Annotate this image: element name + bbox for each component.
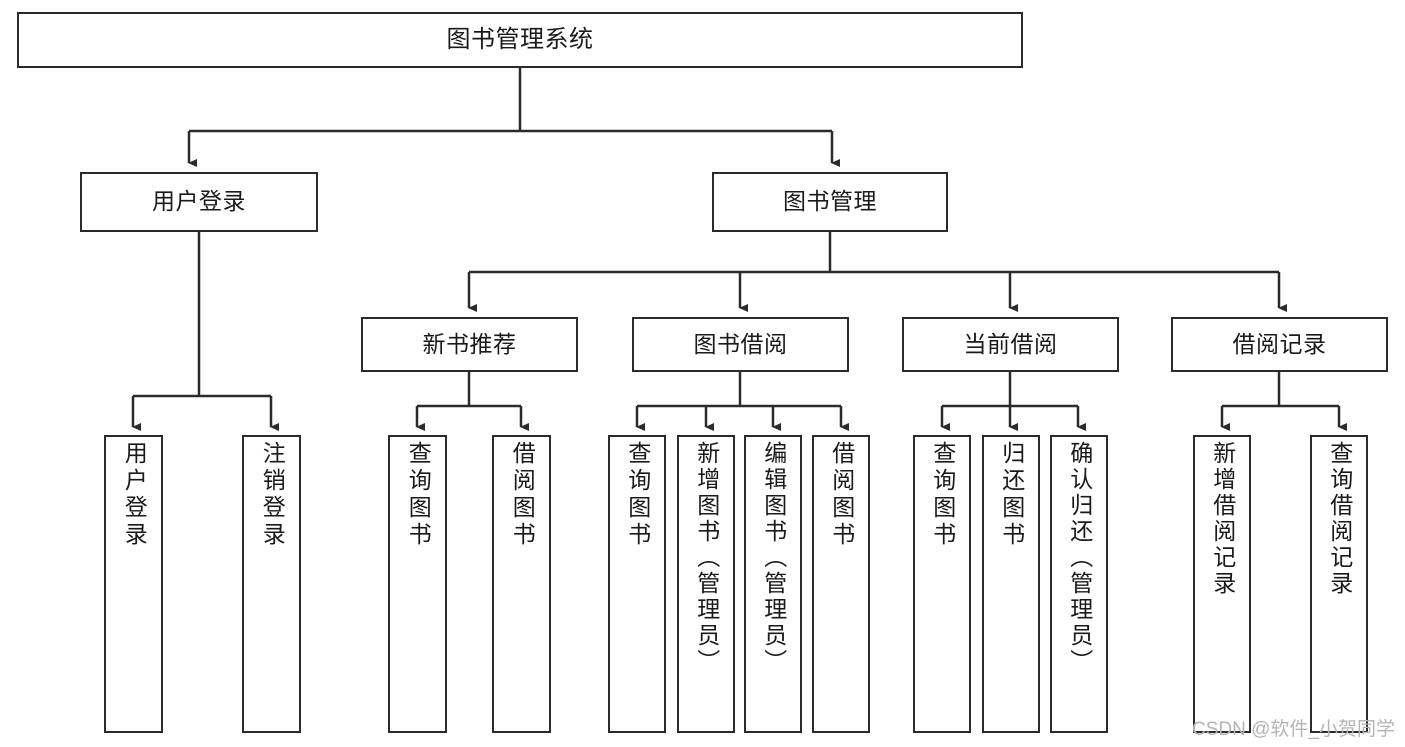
node-book-management-system[interactable]: 图书管理系统	[17, 12, 1023, 68]
node-label: 查询借阅记录	[1326, 441, 1353, 597]
leaf-user-login[interactable]: 用户登录	[104, 435, 163, 733]
leaf-query-book-current[interactable]: 查询图书	[913, 435, 971, 733]
node-label: 新增图书（管理员）	[693, 441, 720, 675]
node-label: 注销登录	[259, 441, 286, 549]
node-label: 图书借阅	[693, 330, 788, 357]
node-label: 查询图书	[929, 441, 956, 549]
node-label: 查询图书	[405, 441, 432, 549]
leaf-add-borrow-record[interactable]: 新增借阅记录	[1193, 435, 1251, 733]
csdn-watermark: CSDN @软件_小贺同学	[1192, 719, 1395, 740]
leaf-borrow-book-recommend[interactable]: 借阅图书	[492, 435, 551, 733]
node-label: 用户登录	[121, 441, 148, 549]
node-book-borrow[interactable]: 图书借阅	[632, 317, 849, 372]
node-label: 图书管理系统	[446, 25, 594, 53]
node-label: 借阅图书	[828, 441, 855, 549]
leaf-edit-book-admin[interactable]: 编辑图书（管理员）	[744, 435, 802, 733]
leaf-confirm-return-admin[interactable]: 确认归还（管理员）	[1050, 435, 1108, 733]
node-current-borrow[interactable]: 当前借阅	[902, 317, 1119, 372]
node-new-book-recommend[interactable]: 新书推荐	[361, 317, 578, 372]
node-label: 确认归还（管理员）	[1066, 441, 1093, 675]
leaf-query-book-borrow[interactable]: 查询图书	[608, 435, 666, 733]
node-label: 当前借阅	[963, 330, 1058, 357]
leaf-borrow-book[interactable]: 借阅图书	[812, 435, 870, 733]
node-user-login[interactable]: 用户登录	[80, 172, 318, 232]
leaf-add-book-admin[interactable]: 新增图书（管理员）	[677, 435, 735, 733]
node-label: 归还图书	[998, 441, 1025, 549]
node-label: 图书管理	[783, 188, 877, 215]
leaf-query-borrow-record[interactable]: 查询借阅记录	[1310, 435, 1368, 733]
node-label: 新书推荐	[422, 330, 517, 357]
node-borrow-record[interactable]: 借阅记录	[1171, 317, 1388, 372]
leaf-return-book[interactable]: 归还图书	[982, 435, 1040, 733]
node-label: 编辑图书（管理员）	[760, 441, 787, 675]
node-book-management[interactable]: 图书管理	[712, 172, 948, 232]
leaf-logout-login[interactable]: 注销登录	[242, 435, 301, 733]
node-label: 借阅记录	[1232, 330, 1327, 357]
node-label: 用户登录	[152, 188, 246, 215]
node-label: 查询图书	[624, 441, 651, 549]
node-label: 新增借阅记录	[1209, 441, 1236, 597]
node-label: 借阅图书	[509, 441, 536, 549]
leaf-query-book-recommend[interactable]: 查询图书	[388, 435, 447, 733]
